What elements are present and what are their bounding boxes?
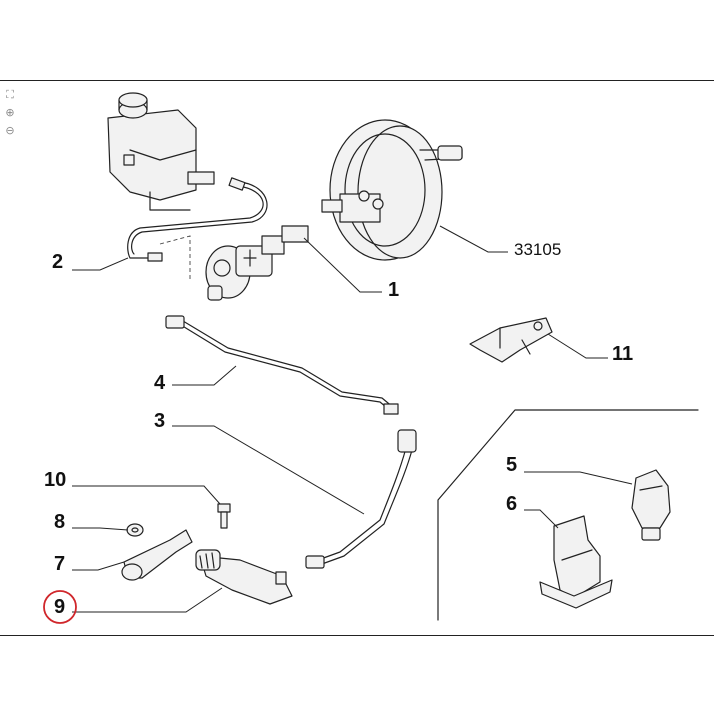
- leader-line-7: [72, 561, 125, 571]
- callout-5[interactable]: 5: [506, 454, 518, 476]
- clip-5[interactable]: [631, 469, 671, 541]
- callout-9[interactable]: 9: [54, 596, 66, 618]
- bolt-10[interactable]: [217, 503, 231, 529]
- leader-line-1: [303, 237, 382, 293]
- callout-2[interactable]: 2: [52, 251, 64, 273]
- leader-line-10: [72, 485, 221, 505]
- callout-4[interactable]: 4: [154, 372, 166, 394]
- fluid-reservoir[interactable]: [107, 92, 215, 211]
- leader-line-33105: [439, 225, 508, 253]
- zoom-toolbar: ⛶ ⊕ ⊖: [3, 88, 21, 142]
- clutch-hose-3[interactable]: [305, 429, 417, 569]
- leader-line-11: [547, 333, 608, 359]
- fit-to-window-icon[interactable]: ⛶: [6, 88, 14, 101]
- callout-8[interactable]: 8: [54, 511, 66, 533]
- callout-10[interactable]: 10: [44, 469, 67, 491]
- master-cylinder-1[interactable]: [205, 225, 309, 301]
- washer-8[interactable]: [126, 523, 144, 537]
- callout-11[interactable]: 11: [612, 343, 634, 365]
- callout-3[interactable]: 3: [154, 410, 166, 432]
- diagram-frame: [0, 80, 714, 636]
- release-fork-7[interactable]: [121, 529, 193, 581]
- leader-line-3: [172, 425, 365, 515]
- leader-line-4: [172, 365, 237, 386]
- callout-1[interactable]: 1: [388, 279, 400, 301]
- leader-line-6: [524, 509, 559, 529]
- leader-line-8: [72, 527, 129, 531]
- leader-line-2: [72, 257, 129, 271]
- callout-7[interactable]: 7: [54, 553, 66, 575]
- zoom-in-icon[interactable]: ⊕: [5, 106, 15, 119]
- leader-line-9: [72, 587, 223, 613]
- hydraulic-pipe-2[interactable]: [127, 177, 268, 282]
- brake-booster-33105[interactable]: [321, 119, 463, 261]
- callout-6[interactable]: 6: [506, 493, 518, 515]
- selected-callout-highlight: [43, 590, 77, 624]
- zoom-out-icon[interactable]: ⊖: [5, 124, 15, 137]
- callout-33105[interactable]: 33105: [514, 240, 562, 259]
- bracket-11[interactable]: [469, 317, 553, 363]
- clutch-pipe-4[interactable]: [165, 315, 399, 415]
- slave-cylinder-9[interactable]: [195, 549, 293, 605]
- clip-6[interactable]: [539, 515, 613, 609]
- leader-line-5: [524, 471, 633, 485]
